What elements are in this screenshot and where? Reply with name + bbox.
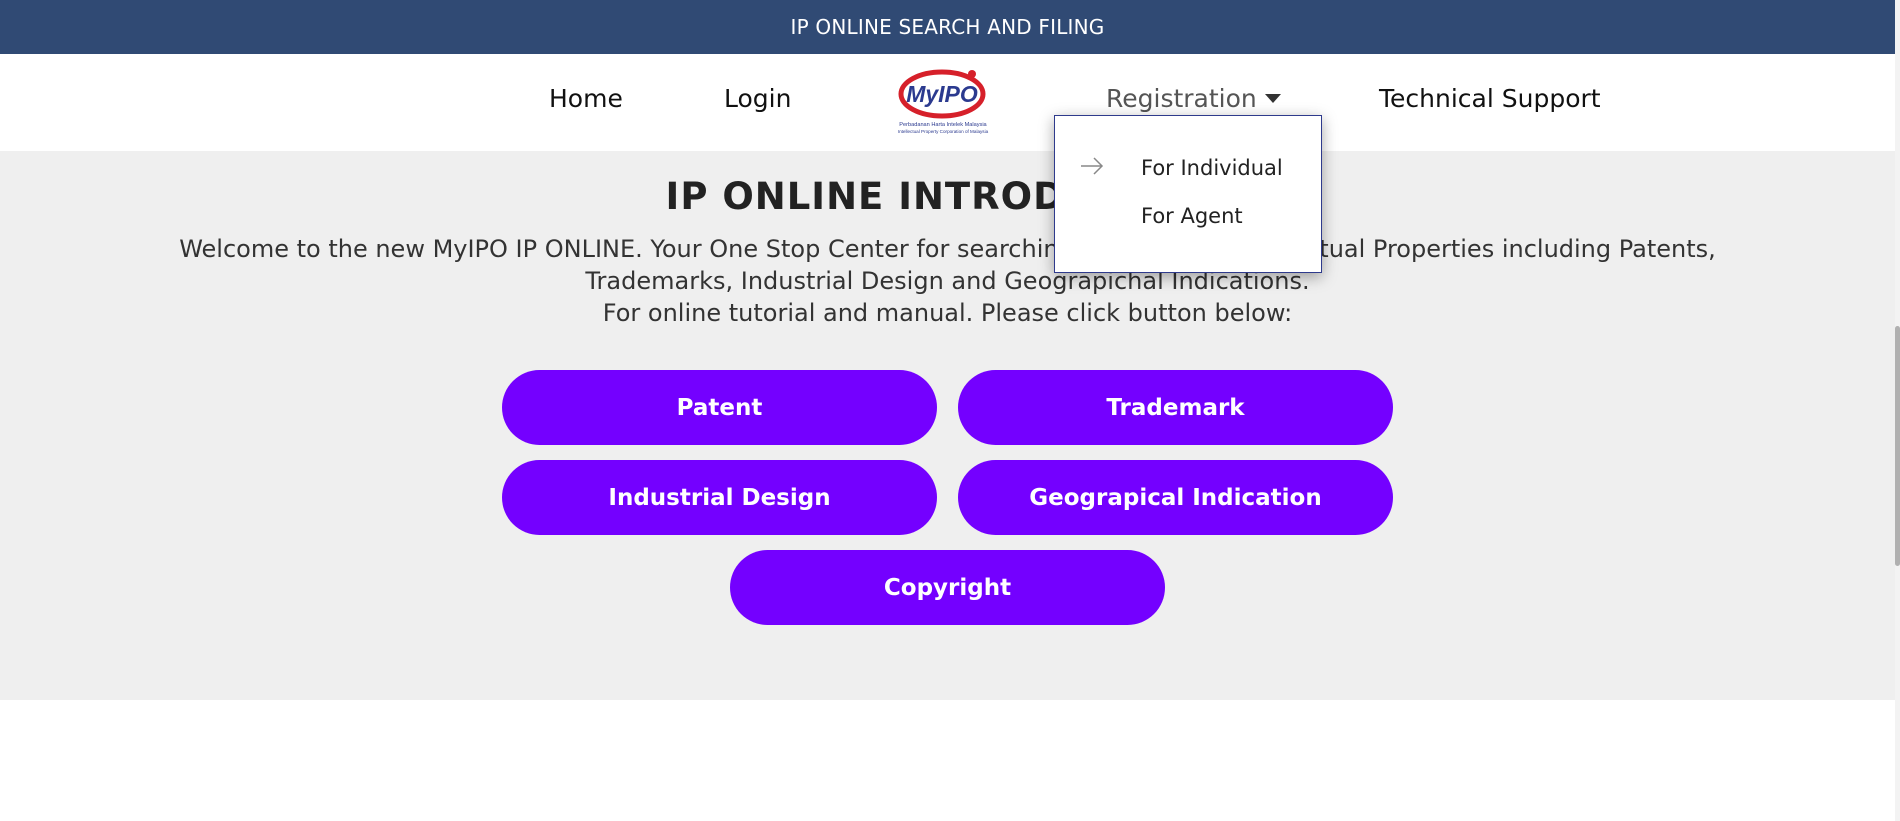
caret-down-icon <box>1264 93 1281 103</box>
page-title: IP ONLINE INTRODUCTION <box>665 175 1230 218</box>
top-banner: IP ONLINE SEARCH AND FILING <box>0 0 1900 54</box>
banner-title: IP ONLINE SEARCH AND FILING <box>790 15 1105 39</box>
nav-registration-label: Registration <box>1106 84 1257 113</box>
page-scrollbar[interactable] <box>1895 0 1900 821</box>
nav-registration-dropdown[interactable]: Registration <box>1106 84 1281 113</box>
geographical-indication-button[interactable]: Geograpical Indication <box>958 460 1393 535</box>
registration-dropdown-menu: For Individual For Agent <box>1054 115 1322 273</box>
industrial-design-button[interactable]: Industrial Design <box>502 460 937 535</box>
nav-home-link[interactable]: Home <box>549 84 623 113</box>
content-section: IP ONLINE INTRODUCTION Welcome to the ne… <box>0 151 1895 700</box>
dropdown-item-for-individual[interactable]: For Individual <box>1141 156 1283 180</box>
logo-dot <box>968 70 976 78</box>
logo-ring <box>898 69 986 119</box>
logo-ring-inner <box>906 77 978 111</box>
copyright-button[interactable]: Copyright <box>730 550 1165 625</box>
trademark-button[interactable]: Trademark <box>958 370 1393 445</box>
intro-welcome-text: Welcome to the new MyIPO IP ONLINE. Your… <box>179 235 1716 295</box>
logo-brand-text: MyIPO <box>906 81 978 107</box>
intro-paragraph: Welcome to the new MyIPO IP ONLINE. Your… <box>110 233 1785 329</box>
arrow-right-icon <box>1081 157 1104 175</box>
logo-caption-line1: Perbadanan Harta Intelek Malaysia <box>899 122 987 128</box>
nav-login-link[interactable]: Login <box>724 84 792 113</box>
nav-technical-support-link[interactable]: Technical Support <box>1379 84 1601 113</box>
patent-button[interactable]: Patent <box>502 370 937 445</box>
intro-tutorial-text: For online tutorial and manual. Please c… <box>602 299 1293 327</box>
scrollbar-thumb[interactable] <box>1895 326 1900 566</box>
logo-caption-line2: Intellectual Property Corporation of Mal… <box>898 129 989 134</box>
myipo-logo[interactable]: MyIPO Perbadanan Harta Intelek Malaysia … <box>896 66 990 138</box>
dropdown-item-for-agent[interactable]: For Agent <box>1141 204 1243 228</box>
